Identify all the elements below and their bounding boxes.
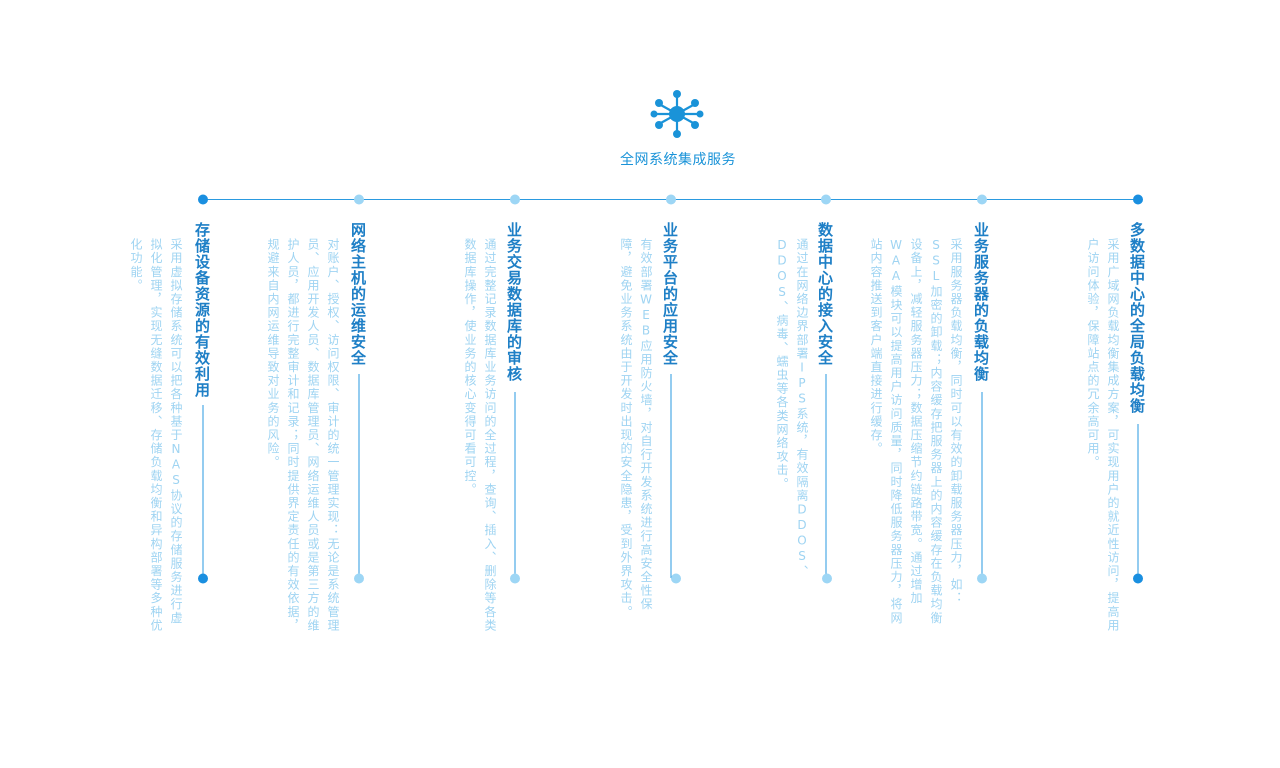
column-desc-db-audit: 通过完整记录数据库业务访问的全过程，查询、插入、删除等各类数据库操作，使业务的核… — [463, 238, 497, 633]
column-title-access-security: 数据中心的接入安全 — [816, 222, 834, 366]
column-title-storage: 存储设备资源的有效利用 — [193, 222, 211, 398]
column-desc-ops: 对账户、授权、访问权限、审计的统一管理实现：无论是系统管理员、应用开发人员、数据… — [266, 238, 340, 633]
column-title-server-lb: 业务服务器的负载均衡 — [972, 222, 990, 382]
column-title-global-lb: 多数据中心的全局负载均衡 — [1128, 222, 1146, 414]
hub-title: 全网系统集成服务 — [620, 152, 736, 168]
column-title-ops: 网络主机的运维安全 — [349, 222, 367, 366]
column-desc-storage: 采用虚拟存储系统可以把各种基于NAS协议的存储服务进行虚拟化管理，实现无缝数据迁… — [129, 238, 183, 633]
column-desc-global-lb: 采用广域网负载均衡集成方案，可实现用户的就近性访问，提高用户访问体验，保障站点的… — [1086, 238, 1120, 633]
network-hub-icon — [650, 90, 704, 138]
column-desc-server-lb: 采用服务器负载均衡，同时可以有效的卸载服务器压力，如：SSL加密的卸载；内容缓存… — [869, 238, 963, 625]
column-desc-access-security: 通过在网络边界部署IPS系统，有效隔离DDOS、DDOS、病毒、蠕虫等各类网络攻… — [775, 238, 809, 579]
column-desc-app-security: 有效部署WEB应用防火墙，对自行开发系统进行高安全性保障，避免业务系统由于开发时… — [619, 238, 653, 619]
column-title-app-security: 业务平台的应用安全 — [661, 222, 679, 366]
column-title-db-audit: 业务交易数据库的审核 — [505, 222, 523, 382]
